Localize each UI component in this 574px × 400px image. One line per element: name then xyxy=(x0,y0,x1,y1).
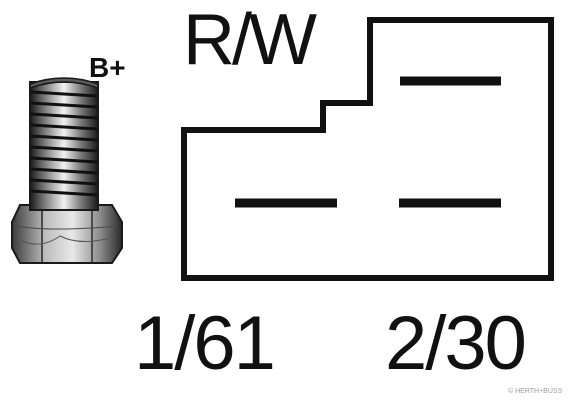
terminal-label-bplus: B+ xyxy=(89,52,126,83)
pin-label-1: 1/61 xyxy=(134,301,276,386)
connector-housing-outline xyxy=(181,17,554,281)
terminal-label-rw: R/W xyxy=(183,0,317,80)
pin-label-2: 2/30 xyxy=(385,301,527,386)
watermark: © HERTH+BUSS xyxy=(508,388,563,395)
bolt-icon xyxy=(11,77,123,264)
